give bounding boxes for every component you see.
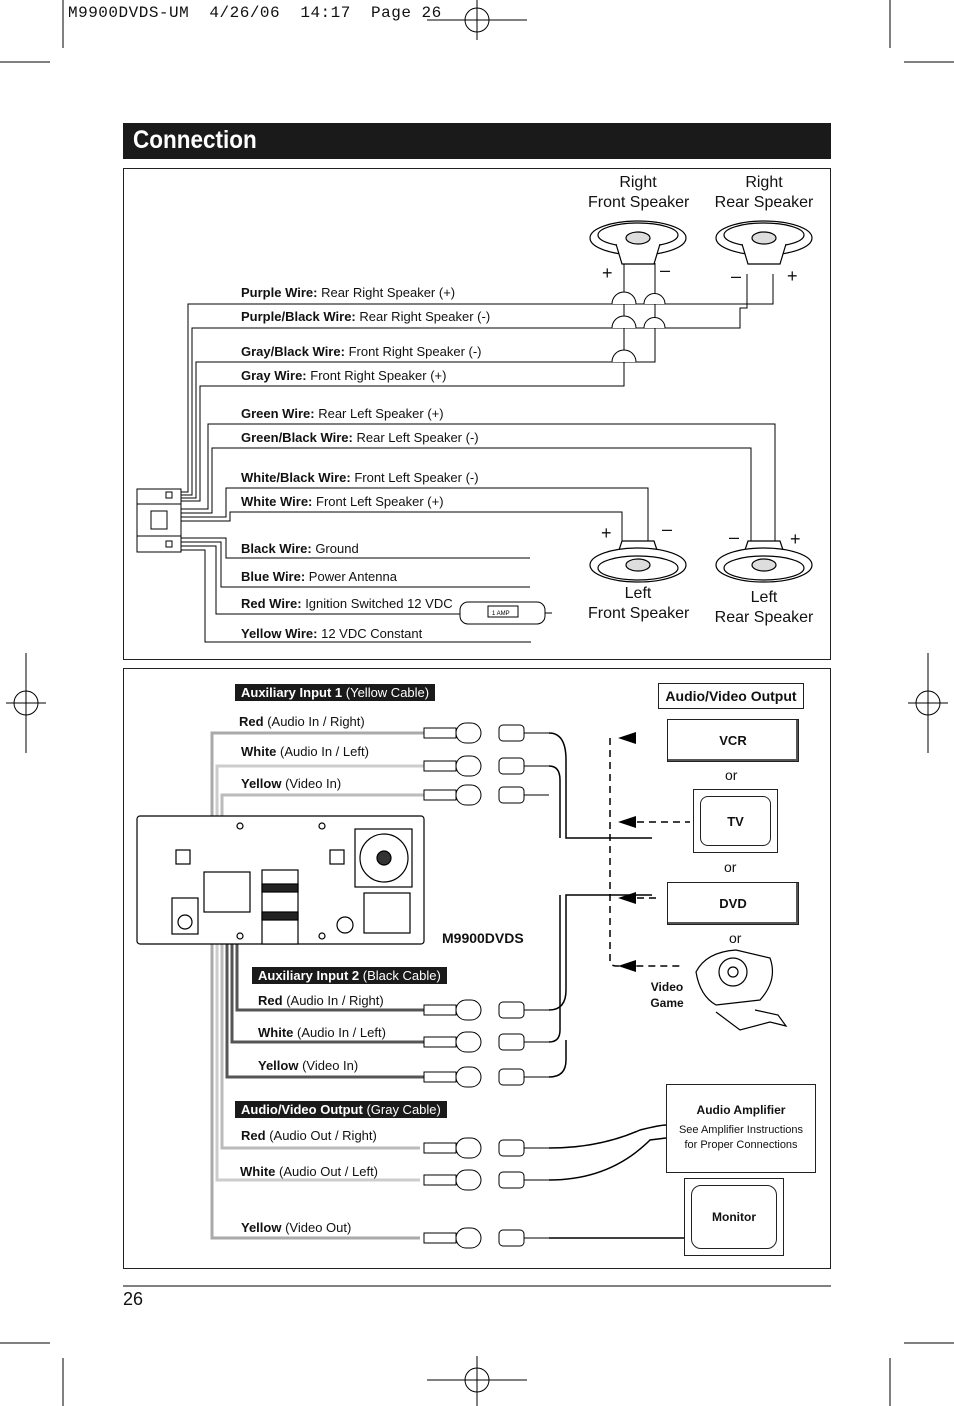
polarity-minus: – (662, 519, 673, 539)
dashed-signal-lines (609, 738, 690, 967)
speaker-icons (589, 220, 813, 583)
speaker-label-line: Front Speaker (588, 605, 690, 622)
wire-label: Purple Wire: Rear Right Speaker (+) (241, 285, 456, 300)
cable-label: Red (Audio In / Right) (258, 993, 384, 1008)
video-game-label-line: Game (650, 996, 684, 1010)
polarity-plus: + (787, 266, 798, 286)
aux-input-1-tag: Auxiliary Input 1 (Yellow Cable) (235, 684, 436, 701)
amp-note-line: See Amplifier Instructions (678, 1124, 804, 1136)
polarity-minus: – (731, 266, 742, 286)
amp-note: See Amplifier Instructions for Proper Co… (667, 1123, 815, 1153)
polarity-minus: – (729, 527, 740, 547)
right-rear-speaker-label: Right Rear Speaker (714, 173, 814, 213)
device-cables (548, 732, 684, 1239)
amp-title: Audio Amplifier (696, 1103, 786, 1117)
cable-label: White (Audio In / Left) (241, 744, 369, 759)
left-rear-speaker-label: Left Rear Speaker (714, 588, 814, 628)
video-game-console-icon (695, 949, 788, 1031)
cable-label: Red (Audio In / Right) (239, 714, 365, 729)
unit-model-label: M9900DVDS (442, 930, 524, 946)
wire-label: Yellow Wire: 12 VDC Constant (241, 626, 423, 641)
wire-label: Green Wire: Rear Left Speaker (+) (241, 406, 444, 421)
cable-label: White (Audio Out / Left) (240, 1164, 379, 1179)
right-rear-speaker-icon (715, 220, 813, 265)
page-title-bar: Connection (123, 123, 831, 159)
av-wiring-panel (123, 668, 831, 1269)
left-front-speaker-icon (589, 540, 687, 583)
page-number: 26 (123, 1289, 144, 1309)
or-separator: or (725, 767, 738, 783)
av-output-tag: Audio/Video Output (Gray Cable) (235, 1101, 447, 1118)
wire-label: Gray/Black Wire: Front Right Speaker (-) (241, 344, 482, 359)
wire-label: Blue Wire: Power Antenna (241, 569, 397, 584)
speaker-label-line: Rear Speaker (714, 194, 814, 211)
polarity-minus: – (660, 260, 671, 280)
tv-screen: TV (700, 796, 771, 846)
speaker-label-line: Right (619, 174, 657, 191)
rca-plugs (423, 722, 549, 1249)
cable-label: Yellow (Video In) (258, 1058, 359, 1073)
dvd-box: DVD (667, 882, 799, 925)
right-front-speaker-icon (589, 220, 687, 265)
wire-label: Purple/Black Wire: Rear Right Speaker (-… (241, 309, 491, 324)
amp-note-line: for Proper Connections (684, 1139, 798, 1151)
right-front-speaker-label: Right Front Speaker (588, 173, 690, 213)
wire-label: White Wire: Front Left Speaker (+) (241, 494, 444, 509)
speaker-label-line: Right (745, 174, 783, 191)
cable-label: White (Audio In / Left) (258, 1025, 386, 1040)
page-title: Connection (133, 126, 257, 154)
wire-label: Black Wire: Ground (241, 541, 359, 556)
av-output-section-title: Audio/Video Output (658, 683, 804, 709)
fuse-label: 1 AMP (492, 611, 510, 617)
speaker-label-line: Front Speaker (588, 194, 690, 211)
polarity-plus: + (790, 529, 801, 549)
or-separator: or (729, 930, 742, 946)
arrowheads (618, 732, 636, 972)
cable-label: Yellow (Video In) (241, 776, 342, 791)
fuse-holder (459, 601, 552, 625)
cable-label: Yellow (Video Out) (241, 1220, 352, 1235)
wire-label: Red Wire: Ignition Switched 12 VDC (241, 596, 453, 611)
polarity-plus: + (602, 263, 613, 283)
harness-wires (181, 263, 776, 643)
wiring-harness-connector (136, 488, 182, 553)
head-unit-rear-panel (136, 815, 425, 945)
wire-label: White/Black Wire: Front Left Speaker (-) (241, 470, 479, 485)
cable-label: Red (Audio Out / Right) (241, 1128, 377, 1143)
video-game-label: Video Game (648, 979, 686, 1011)
or-separator: or (724, 859, 737, 875)
monitor-screen: Monitor (691, 1185, 777, 1249)
polarity-plus: + (601, 523, 612, 543)
wire-label: Green/Black Wire: Rear Left Speaker (-) (241, 430, 479, 445)
speaker-label-line: Left (624, 585, 652, 602)
print-header: M9900DVDS-UM 4/26/06 14:17 Page 26 (68, 4, 442, 22)
speaker-label-line: Rear Speaker (714, 609, 814, 626)
speaker-wiring-panel (123, 168, 831, 660)
speaker-label-line: Left (750, 589, 778, 606)
audio-amplifier-box: Audio Amplifier See Amplifier Instructio… (666, 1084, 816, 1173)
left-rear-speaker-icon (715, 540, 813, 583)
av-cables (210, 731, 459, 1240)
aux-input-2-tag: Auxiliary Input 2 (Black Cable) (252, 967, 447, 984)
left-front-speaker-label: Left Front Speaker (588, 584, 690, 624)
vcr-box: VCR (667, 719, 799, 762)
tv-box: TV (693, 789, 778, 853)
wire-label: Gray Wire: Front Right Speaker (+) (241, 368, 447, 383)
video-game-label-line: Video (650, 980, 684, 994)
monitor-box: Monitor (684, 1178, 784, 1256)
